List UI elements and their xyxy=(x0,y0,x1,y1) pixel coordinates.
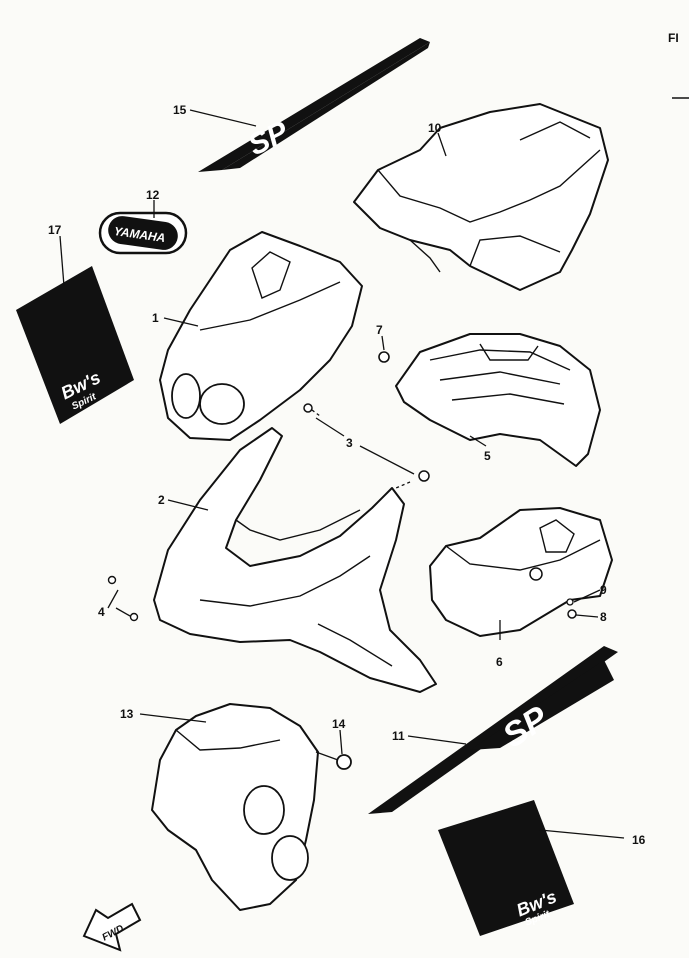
callout-11: 11 xyxy=(392,729,405,743)
callout-14: 14 xyxy=(332,717,346,731)
callout-17: 17 xyxy=(48,223,62,237)
callout-12: 12 xyxy=(146,188,160,202)
part-1-headlight-cover xyxy=(159,231,363,441)
part-8-screw xyxy=(567,609,577,619)
callout-3: 3 xyxy=(346,436,353,450)
part-17-side-decal: Bw's Spirit xyxy=(16,266,134,424)
part-3-screw-upper xyxy=(303,403,313,413)
callout-15: 15 xyxy=(173,103,187,117)
part-3-screw-lower xyxy=(418,470,430,482)
callout-7: 7 xyxy=(376,323,383,337)
part-11-sp-decal: SP xyxy=(368,646,618,814)
part-7-screw xyxy=(378,351,390,363)
fwd-arrow: FWD xyxy=(82,902,142,952)
part-4-clip-upper xyxy=(107,575,117,585)
callout-9: 9 xyxy=(600,583,607,597)
callout-4: 4 xyxy=(98,605,105,619)
part-14-bolt xyxy=(336,754,352,770)
callout-16: 16 xyxy=(632,833,646,847)
callout-10: 10 xyxy=(428,121,442,135)
callout-1: 1 xyxy=(152,311,159,325)
figure-label: FI xyxy=(668,31,679,45)
part-9-washer xyxy=(566,598,574,606)
callout-8: 8 xyxy=(600,610,607,624)
callout-13: 13 xyxy=(120,707,134,721)
callout-lines xyxy=(59,109,625,839)
callout-2: 2 xyxy=(158,493,165,507)
part-15-sp-decal: SP xyxy=(198,38,430,172)
part-16-rear-decal: Bw's Spirit xyxy=(438,800,574,936)
part-4-clip-lower xyxy=(129,612,139,622)
part-5-inner-tray xyxy=(395,333,601,467)
part-12-yamaha-emblem: YAMAHA xyxy=(98,211,188,255)
part-13-front-panel xyxy=(151,703,319,911)
part-10-upper-cover xyxy=(353,103,609,291)
part-2-front-shield xyxy=(153,427,437,693)
callout-5: 5 xyxy=(484,449,491,463)
callout-6: 6 xyxy=(496,655,503,669)
part-6-lower-cover xyxy=(429,507,613,637)
